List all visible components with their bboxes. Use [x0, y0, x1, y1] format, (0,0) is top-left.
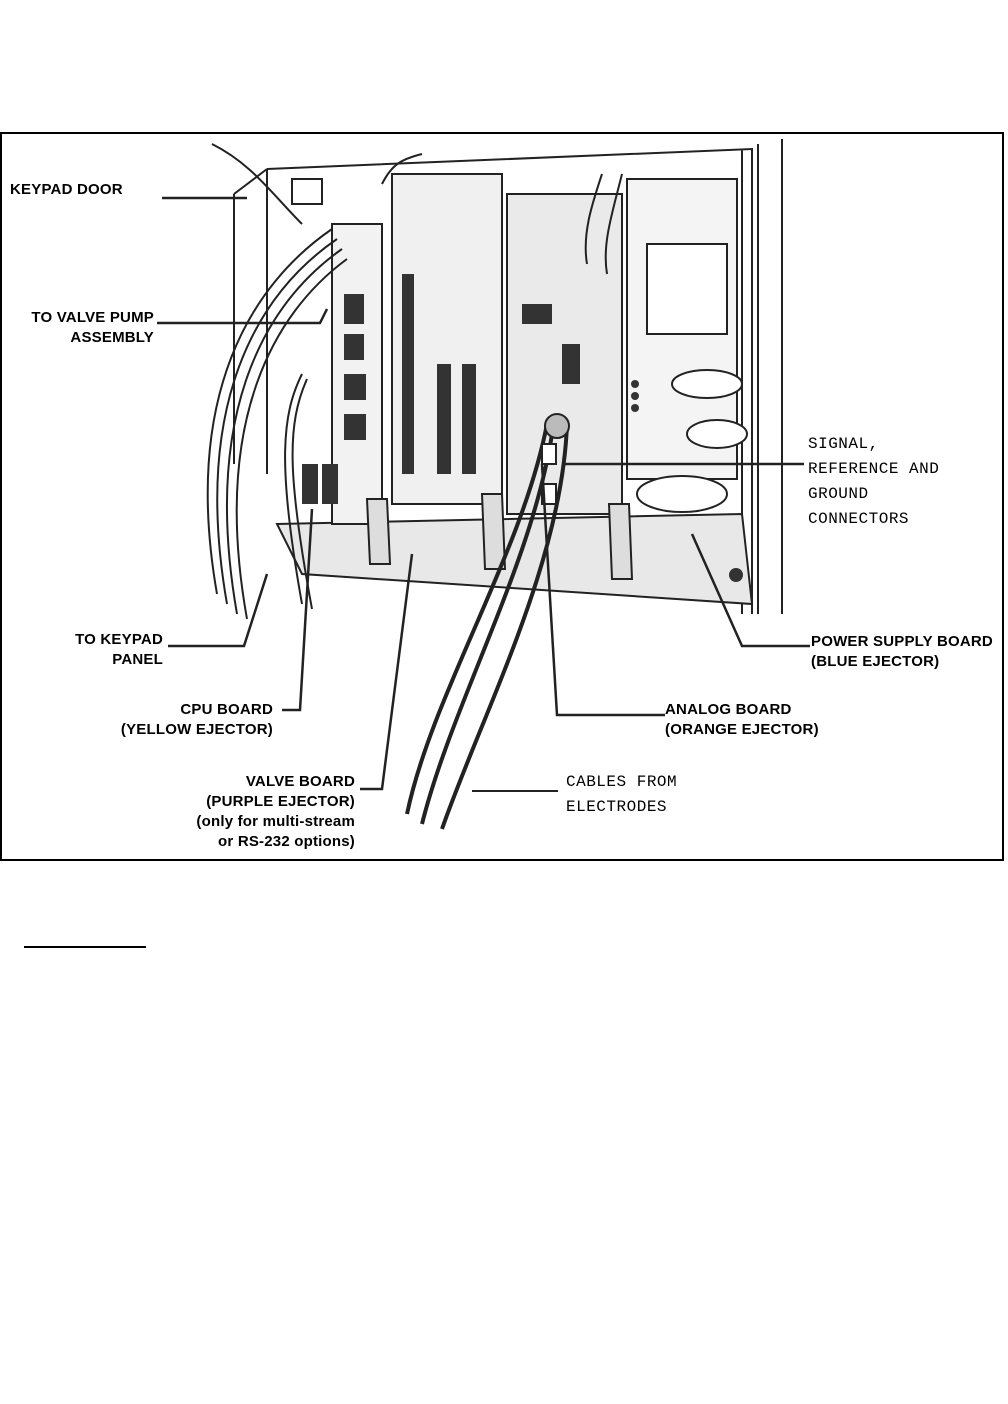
- label-keypad-door: KEYPAD DOOR: [10, 180, 123, 200]
- label-to-keypad-panel: TO KEYPAD PANEL: [30, 630, 163, 670]
- label-cpu-board: CPU BOARD (YELLOW EJECTOR): [80, 700, 273, 740]
- label-valve-board: VALVE BOARD (PURPLE EJECTOR) (only for m…: [140, 772, 355, 852]
- section-heading-underline: [24, 946, 146, 948]
- label-cables-from-electrodes: CABLES FROM ELECTRODES: [566, 770, 677, 820]
- label-to-valve-pump-assembly: TO VALVE PUMP ASSEMBLY: [4, 308, 154, 348]
- label-power-supply-board: POWER SUPPLY BOARD (BLUE EJECTOR): [811, 632, 1004, 672]
- label-analog-board: ANALOG BOARD (ORANGE EJECTOR): [665, 700, 819, 740]
- label-signal-reference-ground-connectors: SIGNAL, REFERENCE AND GROUND CONNECTORS: [808, 432, 939, 532]
